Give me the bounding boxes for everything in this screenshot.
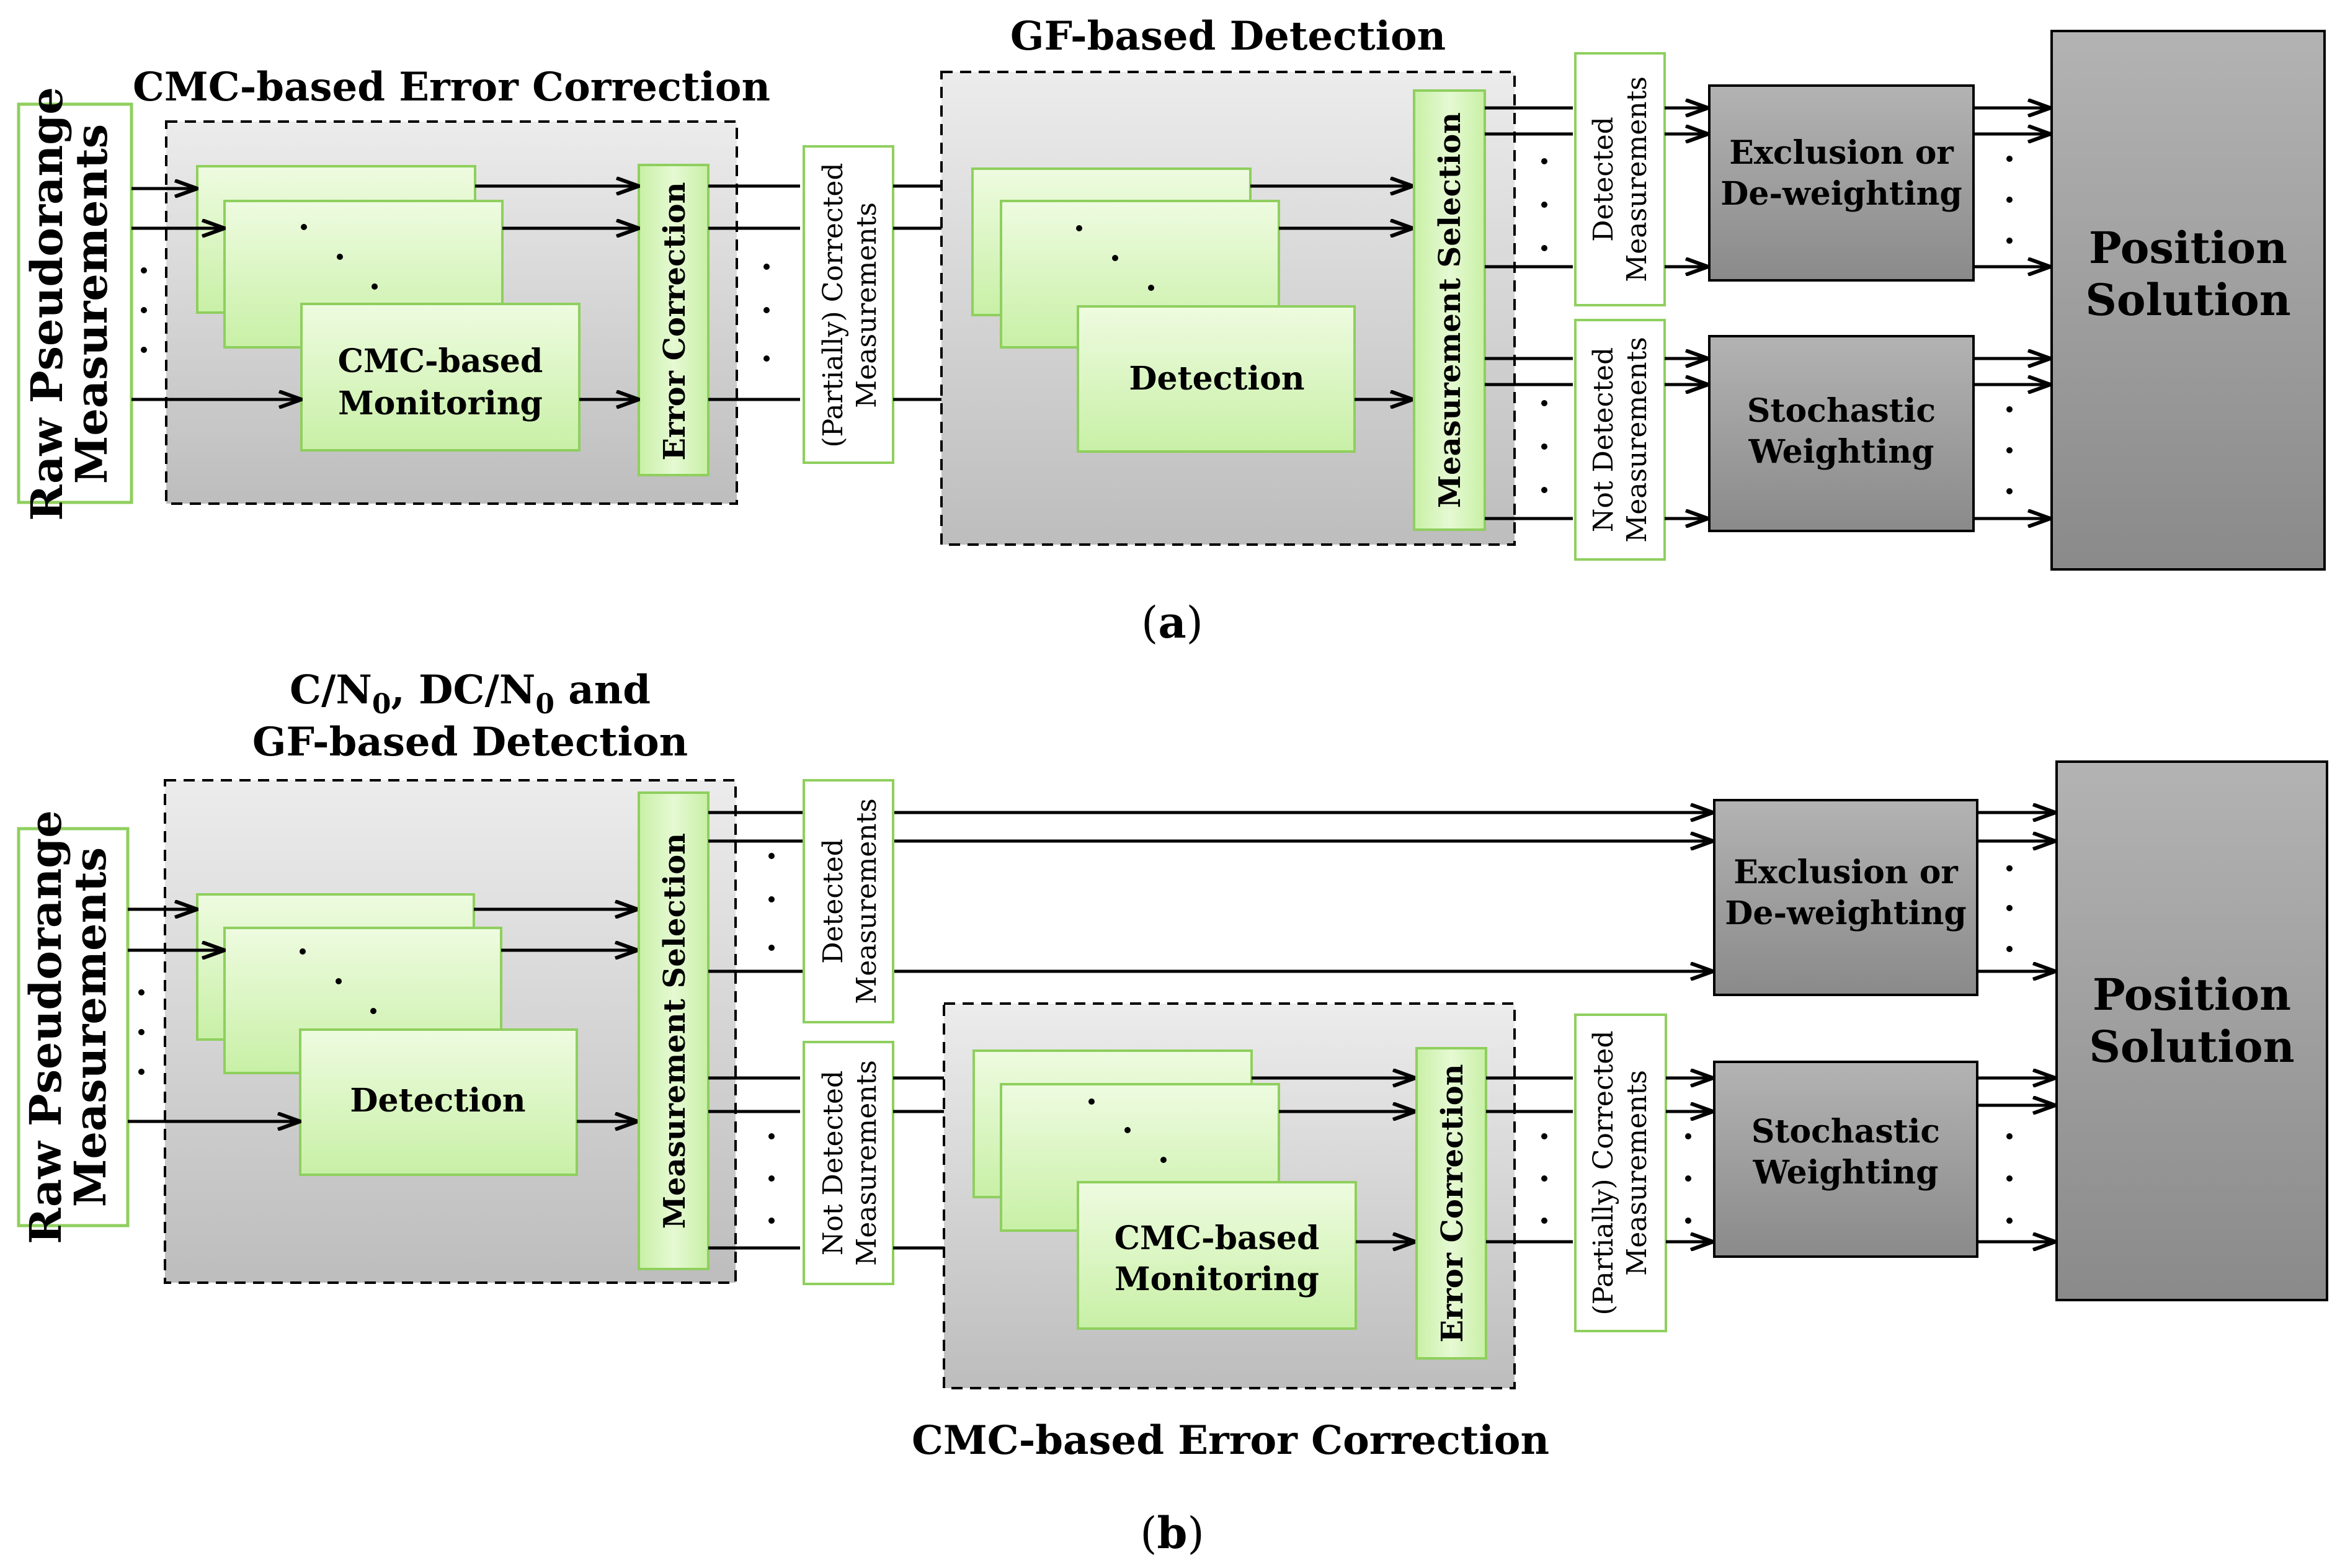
stage1-title: CMC-based Error Correction (133, 64, 770, 110)
panel-b-detection-block (299, 1028, 578, 1176)
error-correction-label: Error Correction (657, 182, 692, 460)
panel-b-raw-input-box (17, 827, 130, 1227)
panel-b-exclusion-label: Exclusion or (1733, 853, 1958, 891)
panel-b-detected-label: Detected (817, 839, 849, 964)
detected-label-2: Measurements (1621, 76, 1653, 282)
cmc-monitoring-block (300, 303, 581, 452)
error-correction-block (638, 164, 710, 476)
panel-b-exclusion-block (1713, 799, 1978, 996)
panel-b-stage1-title-2: GF-based Detection (252, 719, 688, 765)
panel-a-caption: (a) (1141, 597, 1203, 648)
panel-b-error-correction-label: Error Correction (1435, 1064, 1470, 1342)
panel-b-stochastic-label-2: Weighting (1752, 1154, 1938, 1192)
panel-b-stochastic-label: Stochastic (1751, 1113, 1940, 1151)
panel-b-error-correction-block (1415, 1047, 1487, 1360)
raw-input-label-2: Measurements (66, 124, 117, 484)
detected-label: Detected (1588, 117, 1619, 242)
panel-b-position-solution-label: Position (2093, 969, 2291, 1020)
panel-a: Raw Pseudorange Measurements CMC-based E… (17, 13, 2326, 648)
panel-b-cmc-monitoring-label-2: Monitoring (1115, 1260, 1319, 1298)
panel-b-not-detected-box (803, 1041, 894, 1285)
panel-b-stage1-title: C/N0, DC/N0 and (290, 667, 651, 720)
raw-input-label: Raw Pseudorange (21, 87, 73, 521)
panel-b-raw-input-label: Raw Pseudorange (20, 810, 71, 1244)
panel-b-cmc-monitoring-block (1077, 1181, 1357, 1330)
position-solution-label-2: Solution (2085, 274, 2290, 326)
panel-b-position-solution-block (2055, 760, 2328, 1301)
panel-b-detection-label: Detection (350, 1082, 525, 1120)
panel-b-measurement-selection-block (638, 791, 710, 1270)
exclusion-block (1708, 84, 1975, 282)
exclusion-label: Exclusion or (1729, 134, 1954, 172)
panel-b-intermediate-label: (Partially) Corrected (1588, 1031, 1619, 1316)
panel-b-stochastic-block (1713, 1061, 1978, 1258)
panel-b-caption: (b) (1140, 1507, 1204, 1559)
not-detected-label: Not Detected (1588, 347, 1619, 532)
panel-b: C/N0, DC/N0 and GF-based Detection Raw P… (17, 667, 2328, 1559)
panel-b-stage2-title: CMC-based Error Correction (912, 1417, 1549, 1464)
panel-b-detected-box (803, 779, 894, 1023)
detection-block (1077, 305, 1356, 453)
not-detected-label-2: Measurements (1621, 337, 1653, 543)
intermediate-box (803, 145, 894, 464)
panel-b-detected-label-2: Measurements (851, 798, 883, 1004)
position-solution-block (2050, 30, 2326, 571)
cmc-monitoring-label: CMC-based (338, 342, 543, 380)
measurement-selection-block (1413, 89, 1486, 531)
panel-b-intermediate-label-2: Measurements (1621, 1070, 1653, 1276)
panel-b-intermediate-box (1574, 1013, 1667, 1332)
panel-b-not-detected-label: Not Detected (817, 1071, 849, 1255)
intermediate-label-2: Measurements (851, 202, 883, 408)
panel-b-position-solution-label-2: Solution (2089, 1021, 2294, 1072)
stochastic-label-2: Weighting (1748, 433, 1934, 471)
position-solution-label: Position (2089, 222, 2287, 274)
detected-box (1574, 52, 1666, 306)
panel-b-exclusion-label-2: De-weighting (1725, 894, 1966, 932)
detection-label: Detection (1129, 360, 1304, 398)
panel-b-cmc-monitoring-label: CMC-based (1115, 1219, 1320, 1257)
measurement-selection-label: Measurement Selection (1433, 112, 1467, 508)
panel-b-raw-input-label-2: Measurements (65, 847, 116, 1207)
cmc-monitoring-label-2: Monitoring (338, 385, 543, 422)
raw-input-box (17, 102, 133, 504)
exclusion-label-2: De-weighting (1720, 175, 1962, 213)
stochastic-label: Stochastic (1747, 392, 1936, 430)
not-detected-box (1574, 319, 1666, 561)
stochastic-block (1708, 335, 1975, 532)
stage2-title: GF-based Detection (1010, 13, 1446, 60)
panel-b-not-detected-label-2: Measurements (851, 1060, 883, 1266)
panel-b-measurement-selection-label: Measurement Selection (657, 833, 692, 1229)
intermediate-label: (Partially) Corrected (817, 163, 849, 448)
